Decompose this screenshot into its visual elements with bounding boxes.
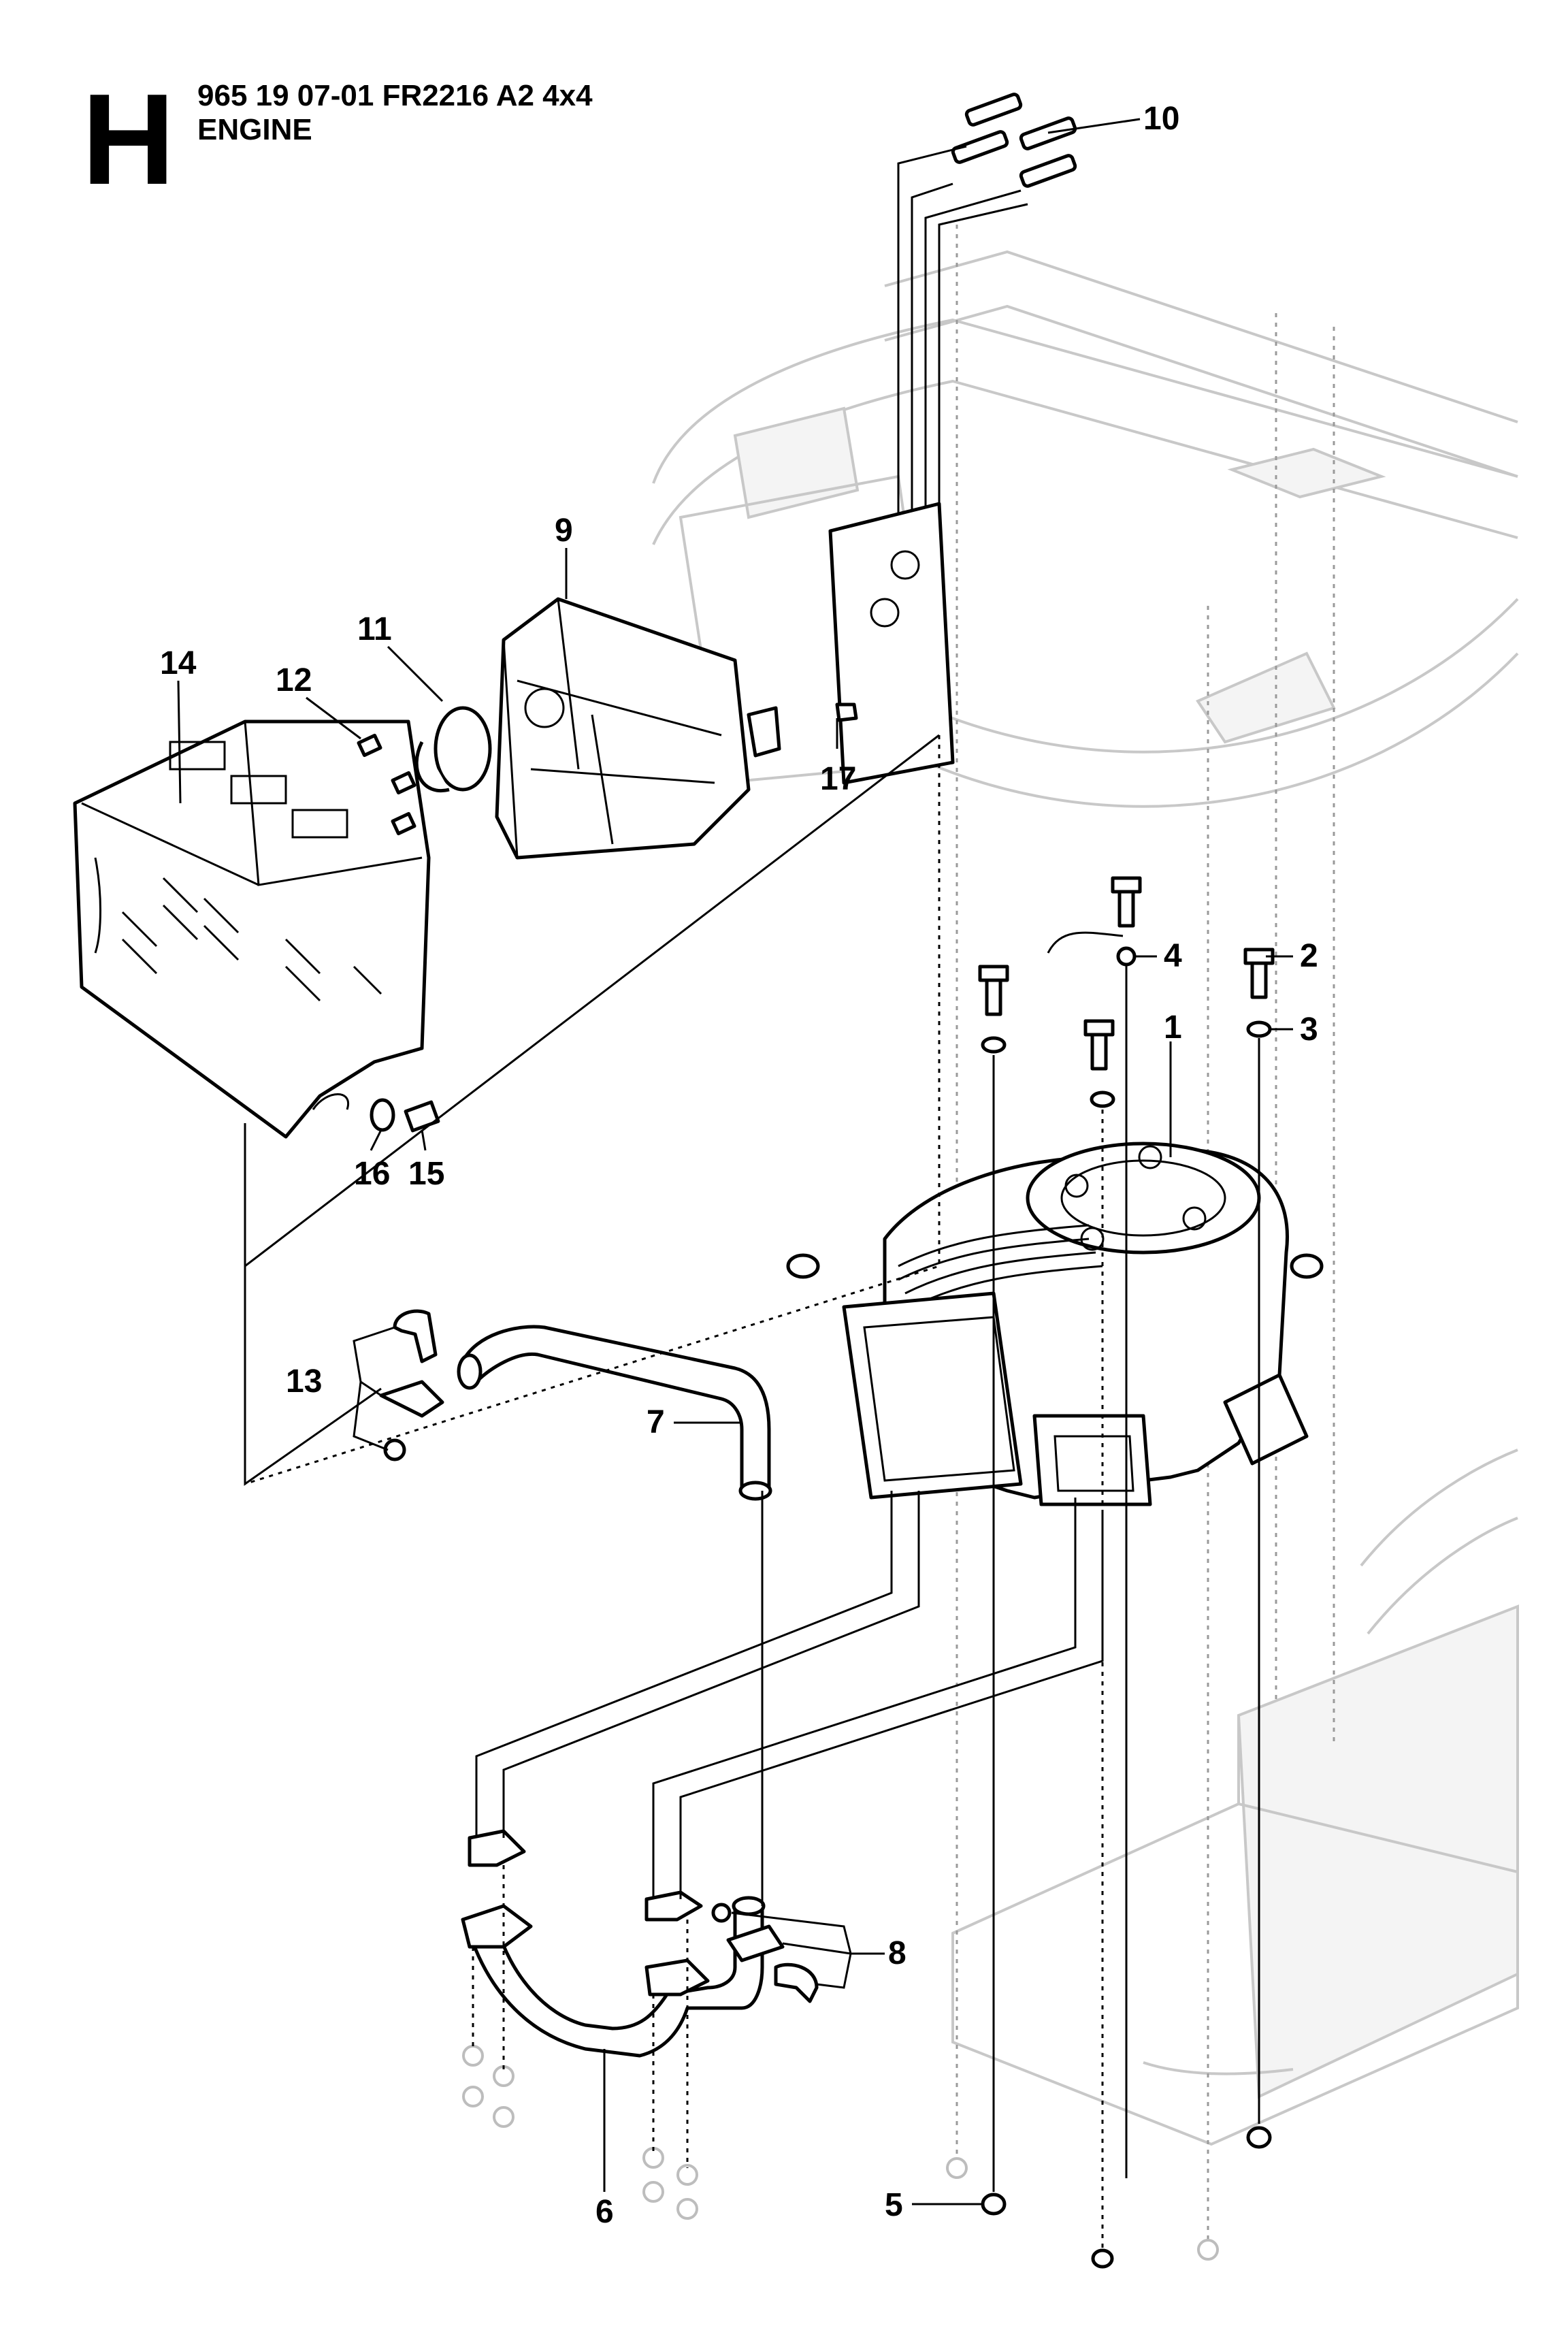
section-letter: H bbox=[82, 67, 176, 212]
exhaust-leaders bbox=[244, 734, 1104, 1906]
callout-17: 17 bbox=[820, 761, 856, 797]
assembly-name: ENGINE bbox=[197, 113, 312, 146]
exhaust-outlet bbox=[414, 706, 492, 792]
callout-8: 8 bbox=[888, 1935, 906, 1971]
callout-3: 3 bbox=[1300, 1012, 1318, 1048]
exhaust-pipe-7 bbox=[457, 1325, 772, 1501]
muffler bbox=[495, 597, 781, 860]
callout-2: 2 bbox=[1300, 938, 1318, 974]
callout-10: 10 bbox=[1143, 101, 1179, 137]
muffler-bolts bbox=[897, 93, 1077, 653]
callout-13: 13 bbox=[286, 1363, 322, 1400]
pipe-clamps bbox=[379, 1309, 819, 2003]
engine bbox=[786, 1142, 1324, 1506]
callout-numbers: 1 2 3 4 5 6 7 8 9 10 11 12 13 14 15 16 1… bbox=[160, 101, 1318, 2230]
callout-15: 15 bbox=[408, 1156, 444, 1192]
bottom-nuts bbox=[462, 1865, 1219, 2261]
ground-wire bbox=[1047, 876, 1142, 967]
part-number-title: 965 19 07-01 FR2216 A2 4x4 bbox=[197, 79, 593, 112]
callout-6: 6 bbox=[595, 2194, 614, 2230]
callout-5: 5 bbox=[885, 2187, 903, 2223]
outlet-screws bbox=[357, 733, 416, 836]
callout-14: 14 bbox=[160, 645, 197, 681]
callout-9: 9 bbox=[555, 513, 573, 549]
callout-1: 1 bbox=[1164, 1009, 1182, 1046]
callout-7: 7 bbox=[647, 1404, 665, 1440]
callout-4: 4 bbox=[1164, 938, 1182, 974]
callout-leaders bbox=[177, 118, 1293, 2205]
callout-11: 11 bbox=[357, 611, 392, 647]
callout-12: 12 bbox=[276, 662, 312, 698]
exhaust-pipe-6 bbox=[461, 1829, 766, 2058]
heat-shield bbox=[73, 720, 431, 1139]
muffler-bracket bbox=[828, 502, 955, 785]
callout-16: 16 bbox=[354, 1156, 390, 1192]
